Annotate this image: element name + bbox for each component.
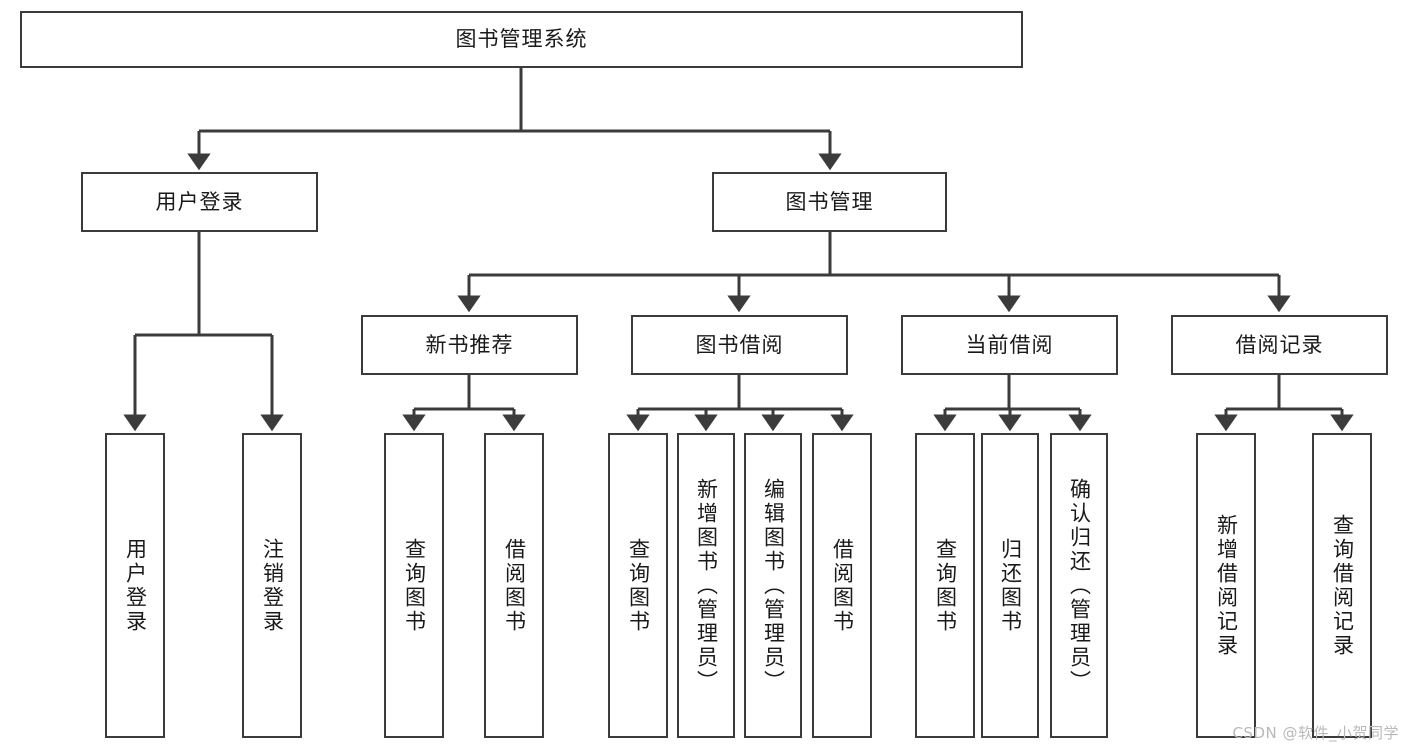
leaf-label: 用户登录 <box>123 537 148 634</box>
node-current-borrow-label: 当前借阅 <box>965 332 1054 357</box>
leaf-label: 新增图书（管理员） <box>694 477 719 694</box>
leaf-label: 归还图书 <box>998 537 1023 634</box>
leaf-user-login-logout[interactable]: 注销登录 <box>242 433 302 738</box>
leaf-label: 查询图书 <box>626 537 651 634</box>
leaf-user-login-login[interactable]: 用户登录 <box>105 433 165 738</box>
node-user-login[interactable]: 用户登录 <box>81 172 318 232</box>
node-current-borrow[interactable]: 当前借阅 <box>901 315 1118 375</box>
leaf-label: 借阅图书 <box>502 537 527 634</box>
leaf-current-query-book[interactable]: 查询图书 <box>915 433 975 738</box>
leaf-borrow-query-book[interactable]: 查询图书 <box>608 433 668 738</box>
node-book-management-label: 图书管理 <box>785 189 874 214</box>
leaf-label: 编辑图书（管理员） <box>761 477 786 694</box>
leaf-borrow-borrow-book[interactable]: 借阅图书 <box>812 433 872 738</box>
leaf-current-confirm-return[interactable]: 确认归还（管理员） <box>1050 433 1108 738</box>
node-book-borrow-label: 图书借阅 <box>695 332 784 357</box>
node-new-book-recommend[interactable]: 新书推荐 <box>361 315 578 375</box>
node-root[interactable]: 图书管理系统 <box>20 11 1023 68</box>
leaf-recommend-query-book[interactable]: 查询图书 <box>384 433 444 738</box>
leaf-borrow-add-book[interactable]: 新增图书（管理员） <box>677 433 735 738</box>
leaf-label: 查询借阅记录 <box>1330 513 1355 658</box>
node-borrow-record[interactable]: 借阅记录 <box>1171 315 1388 375</box>
leaf-label: 新增借阅记录 <box>1214 513 1239 658</box>
leaf-record-query-record[interactable]: 查询借阅记录 <box>1312 433 1372 738</box>
node-root-label: 图书管理系统 <box>455 27 588 52</box>
leaf-borrow-edit-book[interactable]: 编辑图书（管理员） <box>744 433 802 738</box>
node-book-borrow[interactable]: 图书借阅 <box>631 315 848 375</box>
csdn-watermark: CSDN @软件_小贺同学 <box>1232 724 1399 742</box>
leaf-label: 查询图书 <box>402 537 427 634</box>
node-user-login-label: 用户登录 <box>155 189 244 214</box>
leaf-record-add-record[interactable]: 新增借阅记录 <box>1196 433 1256 738</box>
leaf-label: 借阅图书 <box>830 537 855 634</box>
node-book-management[interactable]: 图书管理 <box>712 172 947 232</box>
leaf-recommend-borrow-book[interactable]: 借阅图书 <box>484 433 544 738</box>
node-borrow-record-label: 借阅记录 <box>1235 332 1324 357</box>
leaf-label: 注销登录 <box>260 537 285 634</box>
node-new-book-recommend-label: 新书推荐 <box>425 332 514 357</box>
leaf-label: 确认归还（管理员） <box>1067 477 1092 694</box>
leaf-label: 查询图书 <box>933 537 958 634</box>
leaf-current-return-book[interactable]: 归还图书 <box>981 433 1039 738</box>
